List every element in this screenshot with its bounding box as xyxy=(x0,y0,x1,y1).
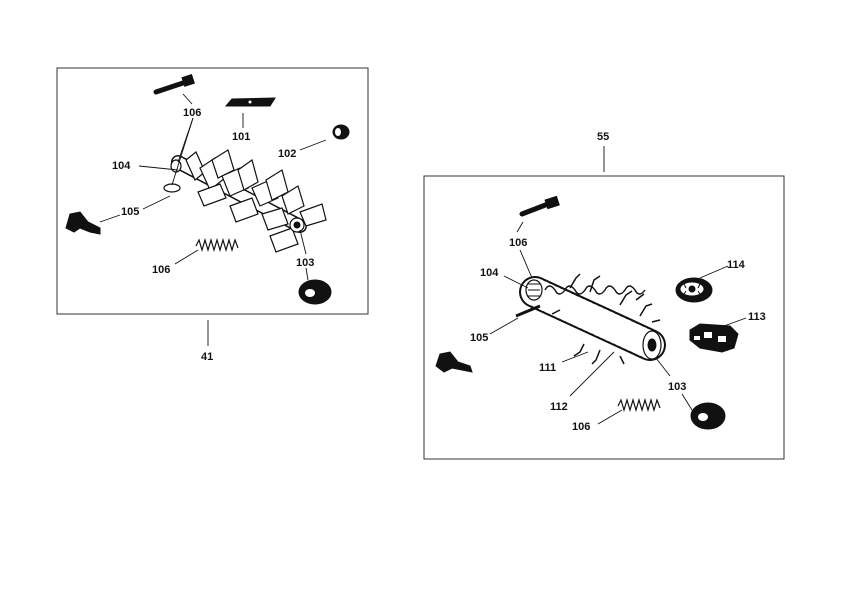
callout-103: 103 xyxy=(296,257,314,269)
callout-111: 111 xyxy=(539,362,556,374)
left-assembly: 106 101 104 102 105 106 103 41 xyxy=(56,67,369,363)
callout-105: 105 xyxy=(121,206,139,218)
callout-106: 106 xyxy=(509,237,527,249)
disc-part[interactable] xyxy=(690,402,726,430)
callout-106: 106 xyxy=(183,107,201,119)
coupling-part[interactable] xyxy=(689,323,739,353)
bracket-part[interactable] xyxy=(435,304,541,373)
callout-104: 104 xyxy=(480,267,499,279)
end-cap-part[interactable] xyxy=(525,279,543,301)
pin-part[interactable] xyxy=(153,74,195,95)
callout-112: 112 xyxy=(550,401,568,413)
right-assembly: 55 xyxy=(423,131,785,460)
callout-101: 101 xyxy=(232,131,250,143)
left-panel-frame xyxy=(56,67,369,315)
bushing-part[interactable] xyxy=(332,124,350,140)
bracket-part[interactable] xyxy=(65,211,101,235)
blade-part[interactable] xyxy=(224,97,276,107)
spring-part[interactable] xyxy=(617,397,661,413)
callout-106: 106 xyxy=(572,421,590,433)
callout-105: 105 xyxy=(470,332,488,344)
callout-102: 102 xyxy=(278,148,296,160)
blade-rotor-part[interactable] xyxy=(163,149,327,253)
callout-106: 106 xyxy=(152,264,170,276)
gear-part[interactable] xyxy=(675,277,713,303)
callout-114: 114 xyxy=(727,259,746,271)
pin-part[interactable] xyxy=(519,195,560,217)
right-panel-frame xyxy=(423,175,785,460)
callout-113: 113 xyxy=(748,311,766,323)
callout-103: 103 xyxy=(668,381,686,393)
assembly-number: 41 xyxy=(201,351,213,363)
assembly-number: 55 xyxy=(597,131,609,143)
tine-roller-part[interactable] xyxy=(519,273,666,365)
callout-104: 104 xyxy=(112,160,131,172)
spring-part[interactable] xyxy=(195,237,239,253)
disc-part[interactable] xyxy=(298,279,332,305)
